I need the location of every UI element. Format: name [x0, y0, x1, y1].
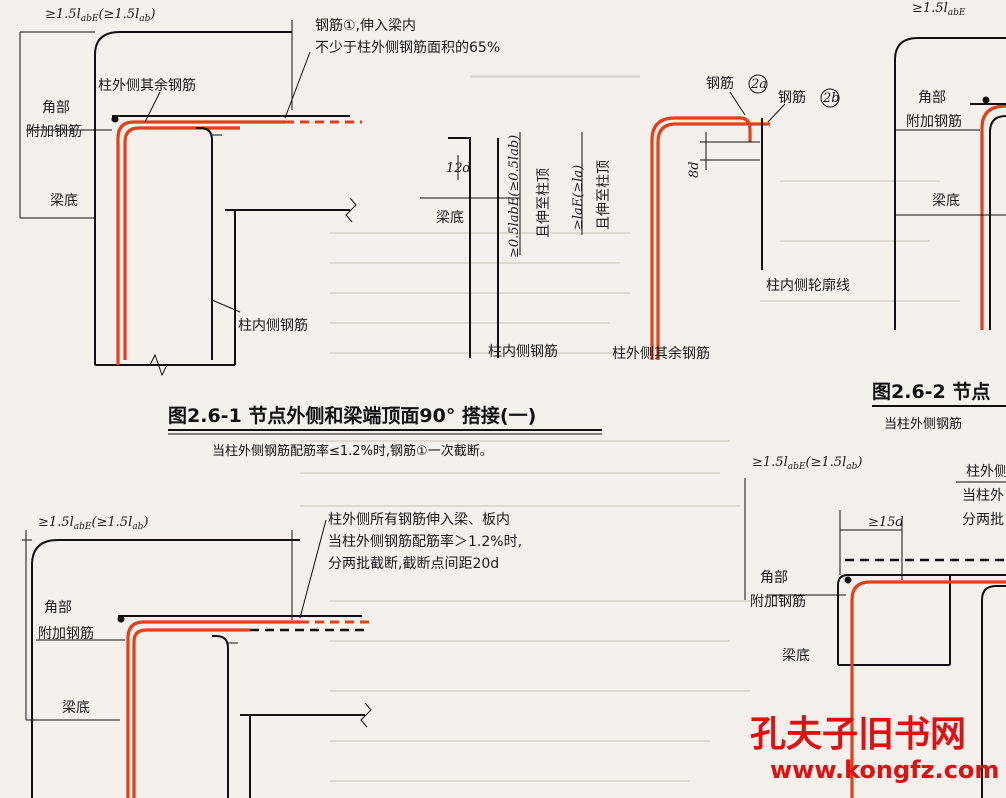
- fig3-label-beam-bottom: 梁底: [62, 700, 90, 716]
- detail-a-dim-v1: ≥0.5labE(≥0.5lab): [507, 135, 522, 258]
- fig1-dim-top: ≥1.5labE(≥1.5lab): [45, 7, 155, 24]
- fig1-label-other-bars: 柱外侧其余钢筋: [98, 77, 196, 94]
- detail-b-bar-2b: [656, 122, 770, 360]
- figure-4-diagram: ≥1.5labE(≥1.5lab) ≥15d 柱外侧 当柱外 分两批 角部 附加…: [744, 455, 1006, 798]
- fig2-rebar-inner: [989, 115, 1006, 330]
- detail-b-bar-2a: [650, 116, 752, 360]
- fig4-rebar-outer: [850, 580, 1006, 798]
- leader-other-bars: [144, 91, 161, 123]
- corner-bar-dot: [111, 115, 119, 123]
- leader-2b: [767, 103, 786, 123]
- detail-a-bar-left: [448, 137, 471, 358]
- break-mark: [360, 702, 372, 728]
- fig1-note: 当柱外侧钢筋配筋率≤1.2%时,钢筋①一次截断。: [212, 443, 493, 459]
- fig3-callout-line2: 当柱外侧钢筋配筋率＞1.2%时,: [328, 533, 522, 550]
- fig3-rebar-outer-2: [132, 628, 250, 798]
- column-inner-face: [225, 209, 236, 365]
- circle-marker-2a: [748, 74, 768, 94]
- fig3-column-outline: [31, 539, 300, 798]
- detail-a-diagram: 12d 梁底 ≥0.5labE(≥0.5lab) 且伸至柱顶 ≥laE(≥la)…: [420, 132, 612, 360]
- leader-inner: [211, 299, 241, 313]
- detail-a-beam-bottom: 梁底: [436, 210, 464, 226]
- figure-3-diagram: ≥1.5labE(≥1.5lab) 柱外侧所有钢筋伸入梁、板内 当柱外侧钢筋配筋…: [22, 511, 522, 798]
- fig2-note: 当柱外侧钢筋: [884, 416, 962, 432]
- fig2-label-corner-2: 附加钢筋: [906, 113, 962, 130]
- fig3-rebar-outer-1: [126, 620, 300, 798]
- figure-2-diagram: ≥1.5labE 角部 附加钢筋 梁底: [894, 1, 1006, 330]
- detail-b-diagram: 钢筋 2a 钢筋 2b 8d 柱内侧轮廓线 柱外侧其余钢筋: [612, 74, 850, 362]
- fig2-label-beam-bottom: 梁底: [932, 193, 960, 209]
- detail-b-label-outline: 柱内侧轮廓线: [766, 277, 850, 294]
- fig2-label-corner-1: 角部: [918, 90, 946, 106]
- detail-b-circle-2b: 2b: [822, 91, 840, 106]
- fig2-column-outline: [894, 37, 1006, 330]
- fig3-callout-line3: 分两批截断,截断点间距20d: [328, 556, 499, 572]
- fig4-label-beam-bottom: 梁底: [782, 648, 810, 664]
- watermark: 孔夫子旧书网 www.kongfz.com: [750, 714, 999, 784]
- detail-a-dim-v2-sub: 且伸至柱顶: [596, 160, 612, 230]
- figure-1-diagram: ≥1.5labE(≥1.5lab) 钢筋①,伸入梁内 不少于柱外侧钢筋面积的65…: [19, 7, 500, 377]
- rebar-inner: [196, 127, 213, 360]
- rebar-outer-2: [123, 126, 240, 360]
- fig3-callout-line1: 柱外侧所有钢筋伸入梁、板内: [328, 511, 510, 528]
- detail-b-label-other: 柱外侧其余钢筋: [612, 345, 710, 362]
- fig4-rebar-inner: [981, 585, 1006, 798]
- break-mark: [345, 197, 357, 223]
- fig1-label-corner-1: 角部: [42, 100, 70, 116]
- fig4-callout-line1: 柱外侧: [966, 464, 1006, 480]
- fig4-label-corner-2: 附加钢筋: [750, 593, 806, 610]
- fig4-corner-dot: [844, 576, 852, 584]
- detail-b-label-2a: 钢筋: [706, 75, 734, 92]
- leader-2a: [729, 91, 746, 116]
- detail-b-label-2b: 钢筋: [778, 89, 806, 106]
- detail-a-dim-v1-sub: 且伸至柱顶: [536, 168, 552, 238]
- fig1-label-beam-bottom: 梁底: [50, 193, 78, 209]
- detail-b-8d: 8d: [687, 161, 702, 178]
- fig4-callout-line2: 当柱外: [962, 488, 1004, 504]
- fig3-label-corner-2: 附加钢筋: [38, 625, 94, 642]
- fig2-rebar: [980, 104, 1006, 330]
- fig2-dim-top: ≥1.5labE: [912, 1, 966, 18]
- fig3-label-corner-1: 角部: [44, 600, 72, 616]
- detail-a-12d: 12d: [446, 161, 471, 176]
- detail-a-dim-v2: ≥laE(≥la): [571, 165, 586, 230]
- rebar-outer-1: [116, 120, 285, 365]
- circle-marker-2b: [820, 88, 840, 108]
- bleed-through-text: [300, 75, 960, 782]
- watermark-title: 孔夫子旧书网: [750, 714, 966, 755]
- break-mark: [149, 353, 168, 377]
- fig4-dim-15d: ≥15d: [868, 515, 904, 530]
- fig3-leader-callout: [299, 519, 327, 619]
- fig3-dim-top: ≥1.5labE(≥1.5lab): [38, 515, 148, 532]
- fig4-column-outline: [837, 574, 1006, 665]
- fig1-callout-line2: 不少于柱外侧钢筋面积的65%: [315, 39, 500, 56]
- watermark-url: www.kongfz.com: [770, 756, 999, 784]
- fig4-callout-line3: 分两批: [962, 512, 1004, 528]
- fig2-corner-dot: [982, 96, 990, 104]
- fig3-corner-dot: [117, 615, 125, 623]
- column-outline-outer: [94, 31, 292, 365]
- fig2-caption: 图2.6-2 节点: [872, 381, 990, 403]
- fig1-label-corner-2: 附加钢筋: [26, 123, 82, 140]
- leader-bar1: [284, 51, 311, 119]
- fig1-label-inner-bar: 柱内侧钢筋: [238, 317, 308, 334]
- fig4-label-corner-1: 角部: [760, 570, 788, 586]
- detail-b-circle-2a: 2a: [750, 77, 767, 92]
- detail-a-label-inner: 柱内侧钢筋: [488, 343, 558, 360]
- fig3-rebar-inner: [212, 635, 229, 798]
- fig1-callout-line1: 钢筋①,伸入梁内: [315, 17, 416, 34]
- fig1-caption: 图2.6-1 节点外侧和梁端顶面90° 搭接(一): [168, 404, 536, 427]
- fig3-column-inner-face: [240, 714, 251, 798]
- fig4-dim-top: ≥1.5labE(≥1.5lab): [752, 455, 862, 472]
